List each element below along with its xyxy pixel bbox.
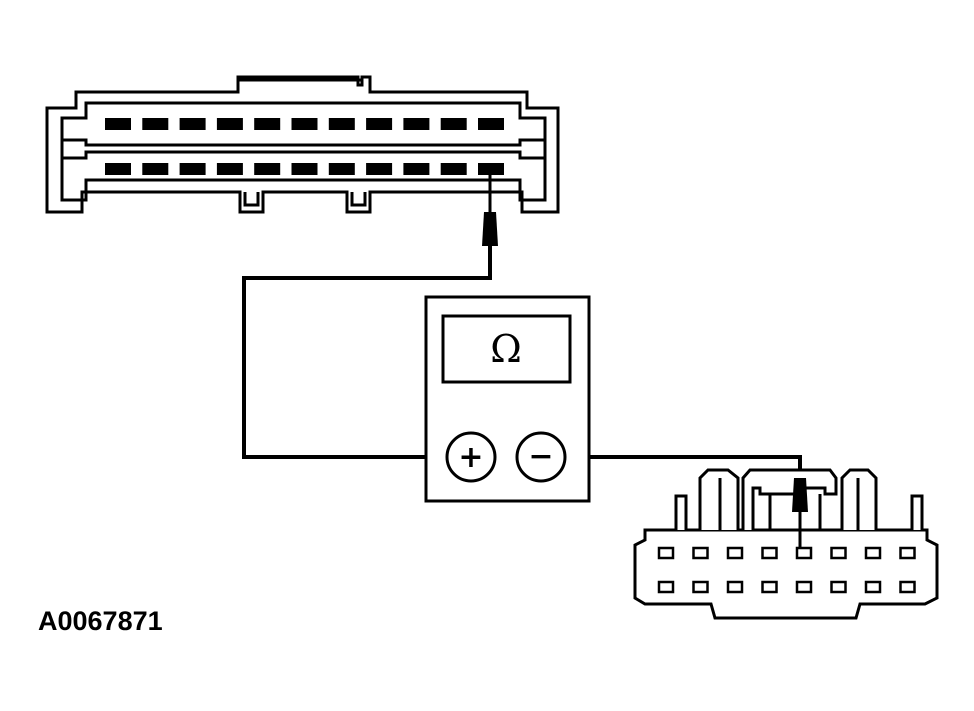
bottom-connector-pin — [830, 580, 847, 594]
bottom-connector-pin — [899, 546, 916, 560]
top-connector-pin — [105, 118, 131, 130]
ohmmeter: Ω + − — [424, 295, 591, 503]
top-connector-pin — [254, 118, 281, 130]
top-connector-pin — [440, 163, 467, 175]
top-connector-pin — [403, 163, 430, 175]
top-connector-pin — [366, 163, 393, 175]
bottom-connector-pin — [795, 546, 813, 560]
meter-display — [441, 314, 572, 384]
negative-terminal-label: − — [528, 439, 553, 474]
positive-terminal-label: + — [458, 440, 483, 475]
top-connector-pin — [216, 163, 243, 175]
top-connector-pin — [142, 163, 169, 175]
top-connector-pin — [440, 118, 467, 130]
top-connector-pin — [328, 163, 355, 175]
top-probe — [482, 170, 498, 280]
bottom-probe — [792, 478, 808, 548]
bottom-connector-pin — [795, 580, 813, 594]
top-connector-pin — [254, 163, 281, 175]
bottom-connector-pin — [692, 580, 709, 594]
top-connector-pin — [179, 163, 206, 175]
top-connector-pin — [291, 118, 318, 130]
bottom-connector-pin — [864, 580, 882, 594]
bottom-connector-pin — [657, 546, 675, 560]
bottom-connector-pin — [761, 546, 778, 560]
top-connector-pin — [328, 118, 355, 130]
bottom-connector-pin — [864, 546, 882, 560]
bottom-connector-pin — [657, 580, 675, 594]
negative-terminal — [515, 431, 567, 483]
bottom-connector-pin — [692, 546, 709, 560]
top-connector-pin — [105, 163, 131, 175]
bottom-connector-pins — [657, 546, 916, 594]
top-connector-pin — [142, 118, 169, 130]
top-connector-pin — [478, 118, 504, 130]
bottom-connector-pin — [726, 580, 744, 594]
positive-terminal — [445, 431, 497, 483]
bottom-connector-pin — [830, 546, 847, 560]
top-connector-pins — [105, 118, 504, 175]
top-connector-pin — [478, 163, 504, 175]
top-connector-pin — [291, 163, 318, 175]
top-connector-pin — [179, 118, 206, 130]
positive-lead — [242, 276, 490, 459]
figure-id: A0067871 — [38, 606, 163, 636]
top-connector-pin — [366, 118, 393, 130]
top-connector-pin — [216, 118, 243, 130]
top-connector — [45, 75, 560, 214]
ohm-symbol: Ω — [490, 327, 522, 371]
bottom-connector-pin — [761, 580, 778, 594]
bottom-connector-pin — [726, 546, 744, 560]
top-connector-pin — [403, 118, 430, 130]
bottom-connector-pin — [899, 580, 916, 594]
bottom-connector — [633, 468, 939, 620]
